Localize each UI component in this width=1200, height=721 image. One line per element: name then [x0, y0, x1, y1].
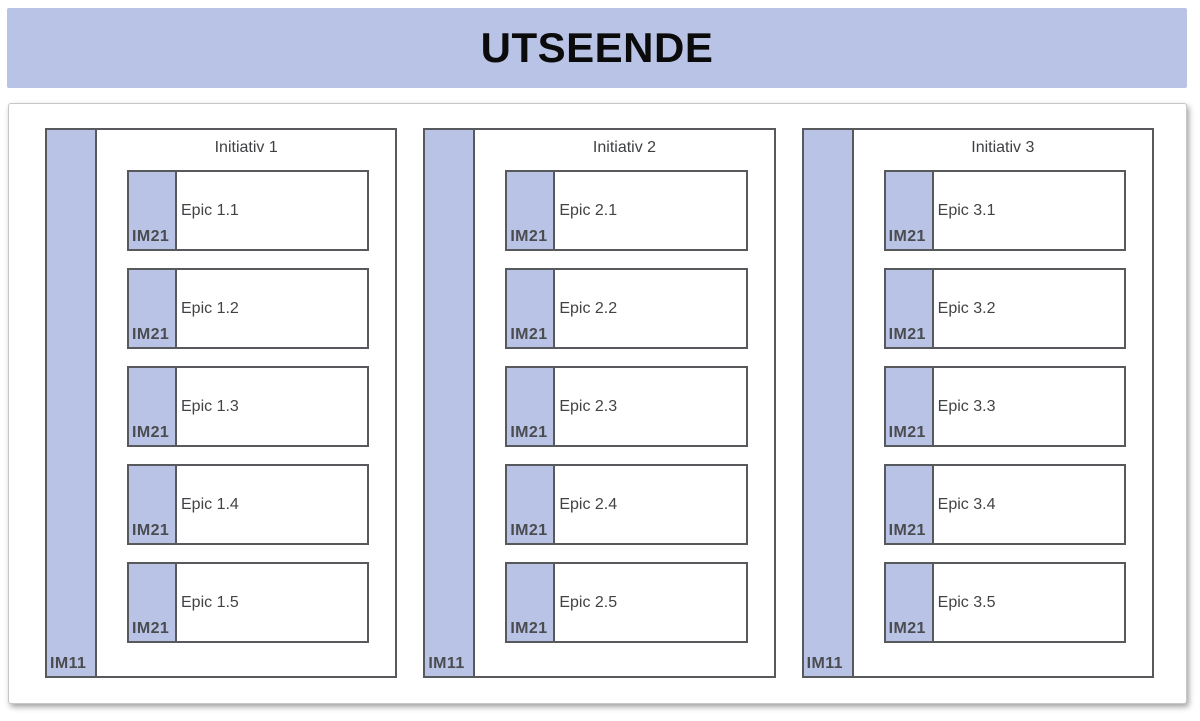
epic-tab-label: IM21	[132, 424, 170, 441]
epic-tab-label: IM21	[510, 424, 548, 441]
epic-tab: IM21	[885, 270, 934, 347]
initiative-content: Initiativ 1 IM21 Epic 1.1 IM21 Epic 1.2	[97, 130, 395, 676]
epic-name: Epic 2.4	[559, 495, 618, 513]
epic-tab: IM21	[129, 466, 177, 543]
page-title: UTSEENDE	[480, 24, 714, 71]
epic-card: IM21 Epic 3.1	[883, 170, 1126, 251]
initiative-content: Initiativ 3 IM21 Epic 3.1 IM21 Epic 3.2	[854, 130, 1152, 676]
epic-tab: IM21	[507, 172, 556, 249]
epic-name: Epic 3.5	[937, 593, 996, 611]
epic-card: IM21 Epic 3.4	[883, 464, 1126, 545]
epic-name: Epic 1.5	[181, 593, 239, 611]
epic-name: Epic 2.2	[559, 299, 618, 317]
epic-name: Epic 3.2	[937, 299, 996, 317]
epic-tab: IM21	[507, 564, 556, 641]
epic-card: IM21 Epic 3.2	[883, 268, 1126, 349]
epic-tab: IM21	[507, 270, 556, 347]
epic-card: IM21 Epic 1.3	[127, 366, 370, 447]
epic-card: IM21 Epic 2.2	[505, 268, 748, 349]
epic-tab-label: IM21	[888, 424, 926, 441]
epic-tab: IM21	[129, 368, 177, 445]
epic-name: Epic 1.3	[181, 397, 239, 415]
epic-tab: IM21	[885, 172, 934, 249]
initiative-bar: IM11	[803, 130, 854, 676]
epic-tab: IM21	[507, 466, 556, 543]
epic-tab: IM21	[885, 564, 934, 641]
epic-name: Epic 3.3	[937, 397, 996, 415]
epic-tab: IM21	[885, 368, 934, 445]
epic-card: IM21 Epic 1.5	[127, 562, 370, 643]
epic-tab: IM21	[129, 270, 177, 347]
epic-tab-label: IM21	[510, 620, 548, 637]
epic-card: IM21 Epic 1.4	[127, 464, 370, 545]
initiative-title: Initiativ 3	[971, 139, 1035, 156]
epic-card: IM21 Epic 3.3	[883, 366, 1126, 447]
epic-tab: IM21	[507, 368, 556, 445]
epic-name: Epic 2.3	[559, 397, 618, 415]
initiative-title: Initiativ 1	[214, 139, 278, 156]
initiative-column-2: IM11 Initiativ 2 IM21 Epic 2.1 IM21 Epic…	[423, 128, 776, 678]
epic-tab-label: IM21	[132, 522, 170, 539]
epic-name: Epic 1.1	[181, 201, 239, 219]
epic-name: Epic 1.4	[181, 495, 239, 513]
epic-name: Epic 3.4	[937, 495, 996, 513]
epic-card: IM21 Epic 1.2	[127, 268, 370, 349]
epic-name: Epic 2.5	[559, 593, 618, 611]
epic-card: IM21 Epic 2.1	[505, 170, 748, 251]
epic-tab-label: IM21	[510, 522, 548, 539]
epic-name: Epic 1.2	[181, 299, 239, 317]
epic-tab: IM21	[129, 172, 177, 249]
epic-name: Epic 3.1	[937, 201, 996, 219]
epic-tab-label: IM21	[510, 326, 548, 343]
epic-card: IM21 Epic 1.1	[127, 170, 370, 251]
initiative-column-1: IM11 Initiativ 1 IM21 Epic 1.1 IM21 Epic…	[45, 128, 398, 678]
main-panel: IM11 Initiativ 1 IM21 Epic 1.1 IM21 Epic…	[8, 103, 1187, 704]
epic-tab-label: IM21	[132, 228, 170, 245]
epic-name: Epic 2.1	[559, 201, 618, 219]
initiative-bar: IM11	[425, 130, 476, 676]
initiative-bar: IM11	[47, 130, 97, 676]
epic-card: IM21 Epic 2.5	[505, 562, 748, 643]
title-banner: UTSEENDE	[7, 8, 1187, 88]
epic-tab-label: IM21	[132, 326, 170, 343]
epic-tab: IM21	[129, 564, 177, 641]
epic-tab-label: IM21	[132, 620, 170, 637]
epic-tab-label: IM21	[510, 228, 548, 245]
epic-tab: IM21	[885, 466, 934, 543]
initiative-title: Initiativ 2	[592, 139, 657, 156]
initiative-bar-label: IM11	[50, 655, 87, 672]
initiative-bar-label: IM11	[806, 655, 843, 672]
epic-list: IM21 Epic 2.1 IM21 Epic 2.2 IM21 Epic 2.…	[475, 157, 773, 643]
initiative-column-3: IM11 Initiativ 3 IM21 Epic 3.1 IM21 Epic…	[801, 128, 1154, 678]
epic-card: IM21 Epic 3.5	[883, 562, 1126, 643]
initiative-bar-label: IM11	[428, 655, 465, 672]
epic-tab-label: IM21	[888, 620, 926, 637]
epic-list: IM21 Epic 1.1 IM21 Epic 1.2 IM21 Epic 1.…	[97, 157, 395, 643]
initiative-content: Initiativ 2 IM21 Epic 2.1 IM21 Epic 2.2	[475, 130, 773, 676]
epic-tab-label: IM21	[888, 522, 926, 539]
epic-tab-label: IM21	[888, 326, 926, 343]
epic-card: IM21 Epic 2.4	[505, 464, 748, 545]
epic-tab-label: IM21	[888, 228, 926, 245]
epic-list: IM21 Epic 3.1 IM21 Epic 3.2 IM21 Epic 3.…	[854, 157, 1152, 643]
epic-card: IM21 Epic 2.3	[505, 366, 748, 447]
